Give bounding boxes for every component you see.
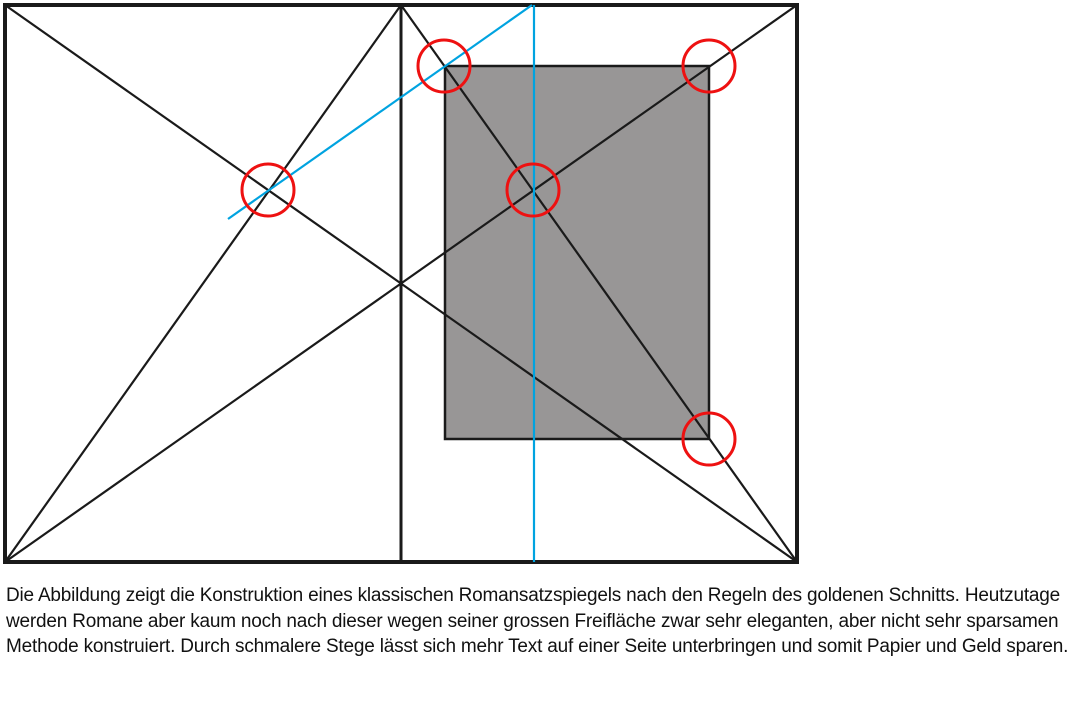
marker-circle-center-intersection: [505, 162, 561, 218]
marker-circle-block-bottom-right: [681, 411, 737, 467]
left-page-diagonal: [4, 4, 402, 563]
guide-line-diagonal: [227, 4, 533, 220]
marker-circle-block-top-left: [416, 38, 472, 94]
marker-circle-left-intersection: [240, 162, 296, 218]
caption-text: Die Abbildung zeigt die Konstruktion ein…: [6, 585, 1069, 657]
marker-circle-block-top-right: [681, 38, 737, 94]
right-page-diagonal: [400, 4, 798, 563]
spread-border: [3, 3, 799, 564]
satzspiegel-construction-diagram: [3, 3, 799, 564]
